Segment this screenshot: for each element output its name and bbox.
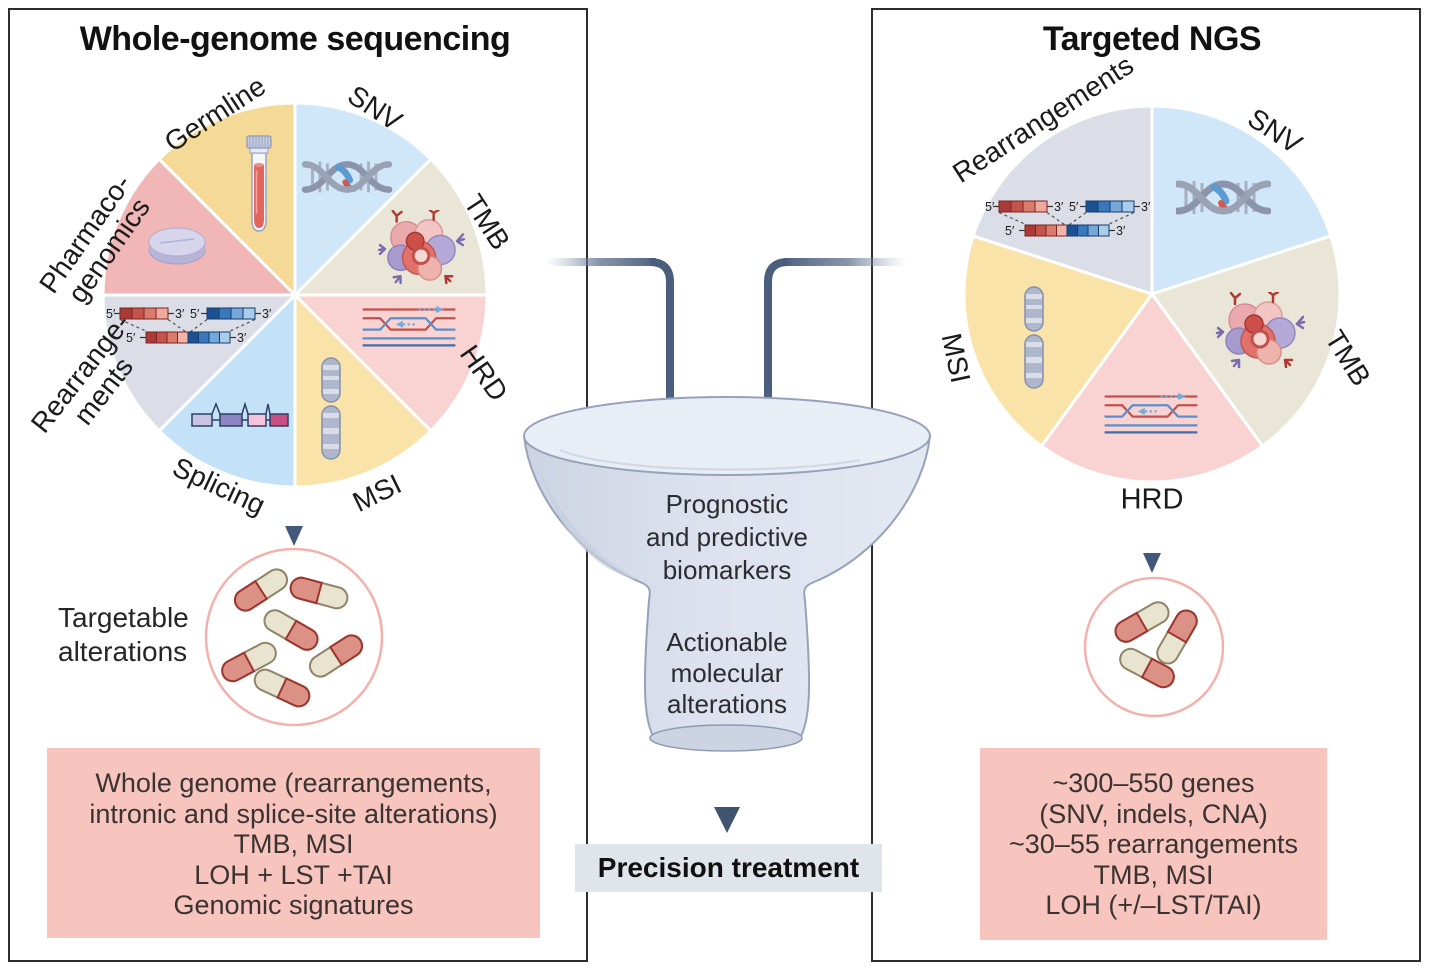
summary-line: LOH + LST +TAI [194,859,393,890]
funnel-text-line: Prognostic [665,489,789,519]
hrd-replication-fork-icon [362,306,456,347]
tngs-drugs-circle [1083,576,1225,718]
rearrangements-icon: 5′ 3′ 5′ 3′ 5′ 3′ [985,200,1151,238]
summary-line: TMB, MSI [233,829,354,859]
three-prime-label: 3′ [262,307,272,321]
pharmaco-tablet-icon [148,227,206,265]
funnel-text-line: biomarkers [662,555,792,585]
summary-line: ~30–55 rearrangements [1009,829,1298,859]
three-prime-label: 3′ [1141,200,1151,214]
summary-line: Whole genome (rearrangements, [95,768,492,798]
funnel-lower-text: Actionable molecular alterations [577,627,877,720]
capsule-pill-icon [1156,609,1198,665]
wheel-sector-rearrangements [101,293,297,433]
precision-treatment-band: Precision treatment [575,844,882,892]
dna-helix-icon [1176,180,1271,215]
summary-line: (SNV, indels, CNA) [1039,798,1268,829]
summary-line: TMB, MSI [1093,859,1214,890]
wheel-sector-splicing [157,293,297,489]
wheel-sector-pharmacogenomics [101,157,297,297]
five-prime-label: 5′ [985,200,995,214]
targetable-alterations-label: Targetable alterations [58,601,189,669]
funnel-text-line: Actionable [666,627,788,657]
wgs-summary-box: Whole genome (rearrangements, intronic a… [47,748,540,938]
wheel-sector-msi [962,234,1154,448]
capsule-pill-icon [221,641,277,683]
tumour-cells-icon [377,210,466,285]
funnel-output-arrow [714,757,740,833]
tngs-summary-box: ~300–550 genes (SNV, indels, CNA) ~30–55… [980,748,1327,940]
capsule-pill-icon [263,609,319,651]
wheel-sector-rearrangements [971,104,1154,296]
wgs-wheel [101,101,489,489]
five-prime-label: 5′ [1005,224,1015,238]
wheel-sector-snv [293,101,433,297]
dna-helix-icon [301,161,393,193]
chromosome-icon [1024,286,1044,389]
chromosome-icon [321,357,341,460]
funnel-text-line: molecular [670,658,784,688]
five-prime-label: 5′ [126,331,136,345]
funnel-text-line: and predictive [646,522,808,552]
three-prime-label: 3′ [1116,224,1126,238]
precision-treatment-label: Precision treatment [597,852,860,883]
splicing-exons-icon [191,402,289,427]
three-prime-label: 3′ [237,331,247,345]
rearrangements-icon: 5′ 3′ 5′ 3′ 5′ 3′ [106,307,272,345]
summary-line: Genomic signatures [173,890,414,920]
hrd-replication-fork-icon [1104,393,1198,434]
capsule-pill-icon [1114,601,1170,643]
capsule-pill-icon [253,668,311,708]
summary-line: LOH (+/–LST/TAI) [1045,890,1262,920]
tngs-title: Targeted NGS [1042,20,1262,58]
blood-tube-icon [246,135,272,232]
label-line: alterations [58,636,188,667]
tngs-label-hrd: HRD [1120,483,1184,516]
wgs-drugs-circle [204,547,384,727]
funnel-upper-text: Prognostic and predictive biomarkers [577,488,877,587]
five-prime-label: 5′ [106,307,116,321]
summary-line: intronic and splice-site alterations) [89,798,498,829]
capsule-pill-icon [233,568,289,612]
five-prime-label: 5′ [1069,200,1079,214]
wheel-sector-hrd [1040,292,1264,484]
capsule-pill-icon [1119,647,1175,689]
three-prime-label: 3′ [1054,200,1064,214]
five-prime-label: 5′ [190,307,200,321]
funnel-text-line: alterations [667,689,787,719]
tumour-cells-icon [1215,292,1306,369]
capsule-pill-icon [289,576,349,610]
summary-line: ~300–550 genes [1052,768,1255,798]
three-prime-label: 3′ [175,307,185,321]
wgs-title: Whole-genome sequencing [79,20,511,58]
capsule-pill-icon [308,634,364,678]
label-line: Targetable [58,602,189,633]
